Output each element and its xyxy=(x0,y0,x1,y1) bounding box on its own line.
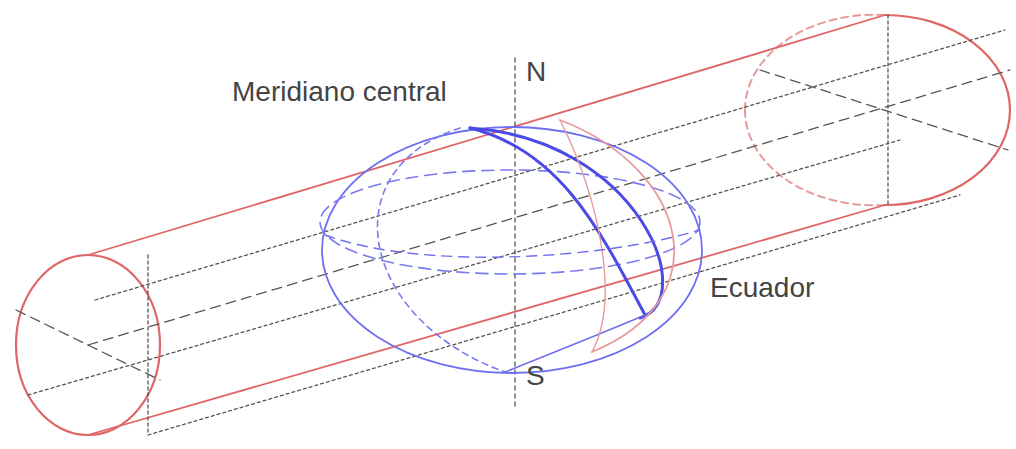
equator-label: Ecuador xyxy=(710,272,910,304)
pole-label: N xyxy=(526,56,566,88)
pole-label: S xyxy=(526,360,566,392)
meridian-label: Meridiano central xyxy=(232,76,447,108)
